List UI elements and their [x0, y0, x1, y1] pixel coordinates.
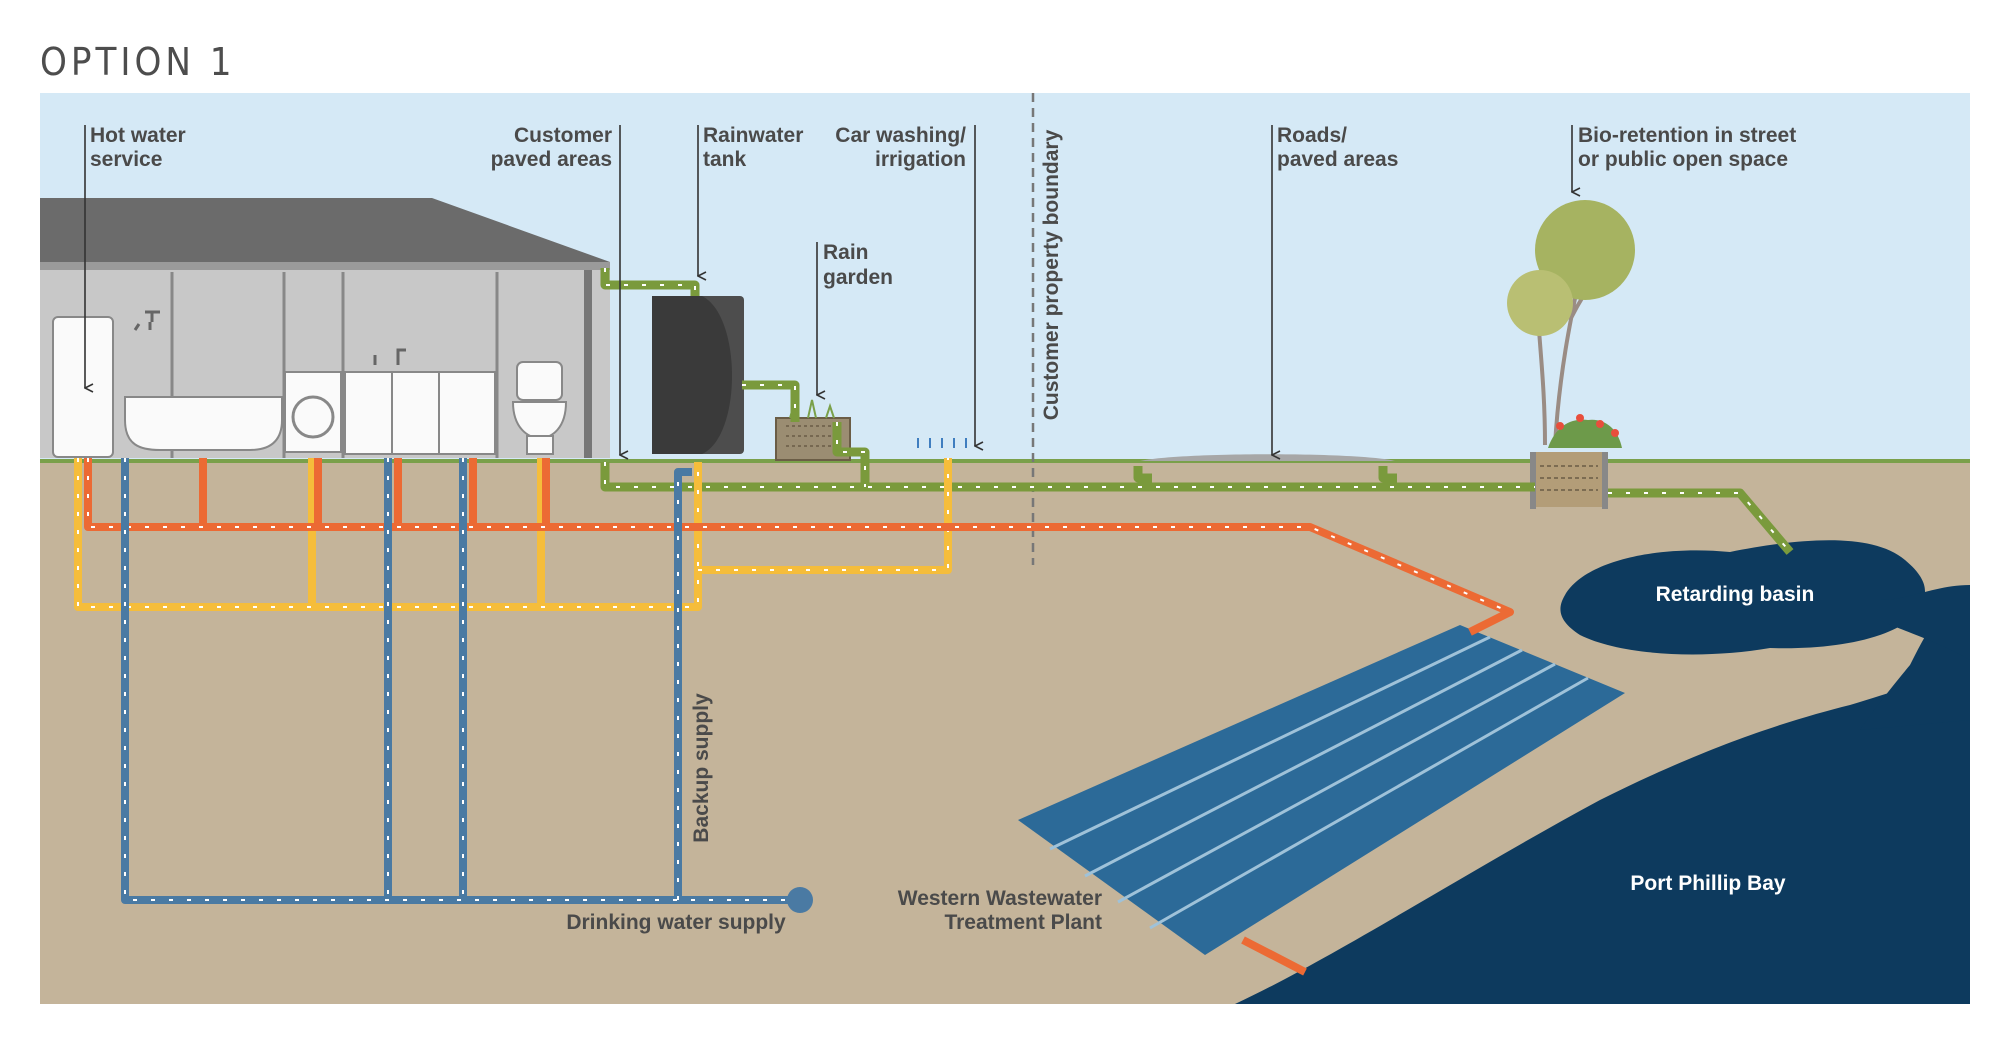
bioretention-trees [1507, 200, 1635, 448]
svg-text:irrigation: irrigation [875, 148, 966, 171]
roads-paved-areas-label: Roads/ paved areas [1277, 124, 1398, 171]
property-boundary-label: Customer property boundary [1040, 129, 1063, 420]
wastewater-pipes [84, 458, 1514, 976]
svg-text:or public open space: or public open space [1578, 148, 1788, 171]
retarding-basin-label: Retarding basin [1656, 583, 1815, 606]
bioretention-label: Bio-retention in street or public open s… [1578, 124, 1796, 171]
svg-text:Treatment Plant: Treatment Plant [944, 911, 1102, 934]
svg-text:Hot water: Hot water [90, 124, 186, 147]
svg-text:service: service [90, 148, 162, 171]
basin-outlet [1880, 585, 1970, 660]
road [1140, 454, 1395, 461]
drinking-water-pipes [121, 458, 813, 913]
diagram-title: OPTION 1 [40, 40, 236, 84]
svg-text:paved areas: paved areas [491, 148, 612, 171]
svg-text:Car washing/: Car washing/ [835, 124, 966, 147]
bioretention-bed [1530, 452, 1608, 509]
svg-text:garden: garden [823, 266, 893, 289]
stormwater-pipes [600, 268, 1794, 555]
svg-text:Bio-retention in street: Bio-retention in street [1578, 124, 1796, 147]
port-phillip-bay-label: Port Phillip Bay [1630, 872, 1786, 895]
svg-text:Western Wastewater: Western Wastewater [898, 887, 1102, 910]
svg-text:paved areas: paved areas [1277, 148, 1398, 171]
sprinklers [917, 438, 967, 448]
port-phillip-bay [1235, 660, 1970, 1004]
bath [124, 310, 283, 451]
customer-paved-areas-label: Customer paved areas [491, 124, 612, 171]
washing-machine [284, 371, 342, 453]
car-washing-irrigation-label: Car washing/ irrigation [835, 124, 966, 171]
backup-supply-label: Backup supply [690, 693, 713, 843]
svg-text:tank: tank [703, 148, 747, 171]
svg-text:Customer: Customer [514, 124, 612, 147]
svg-text:Rain: Rain [823, 241, 869, 264]
kitchen-cabinets [344, 348, 496, 455]
hot-water-unit [52, 316, 114, 458]
rainwater-tank [652, 296, 744, 454]
svg-text:Rainwater: Rainwater [703, 124, 803, 147]
retarding-basin-shape [1560, 540, 1925, 655]
toilet [511, 361, 568, 455]
rain-garden-label: Rain garden [823, 241, 893, 289]
drinking-water-supply-label: Drinking water supply [566, 911, 786, 934]
rainwater-tank-label: Rainwater tank [703, 124, 803, 171]
hot-water-service-label: Hot water service [90, 124, 186, 171]
western-wastewater-treatment-plant-label: Western Wastewater Treatment Plant [898, 887, 1102, 934]
treatment-plant-ponds [1018, 625, 1625, 955]
leader-lines [85, 125, 1572, 455]
svg-text:Roads/: Roads/ [1277, 124, 1347, 147]
